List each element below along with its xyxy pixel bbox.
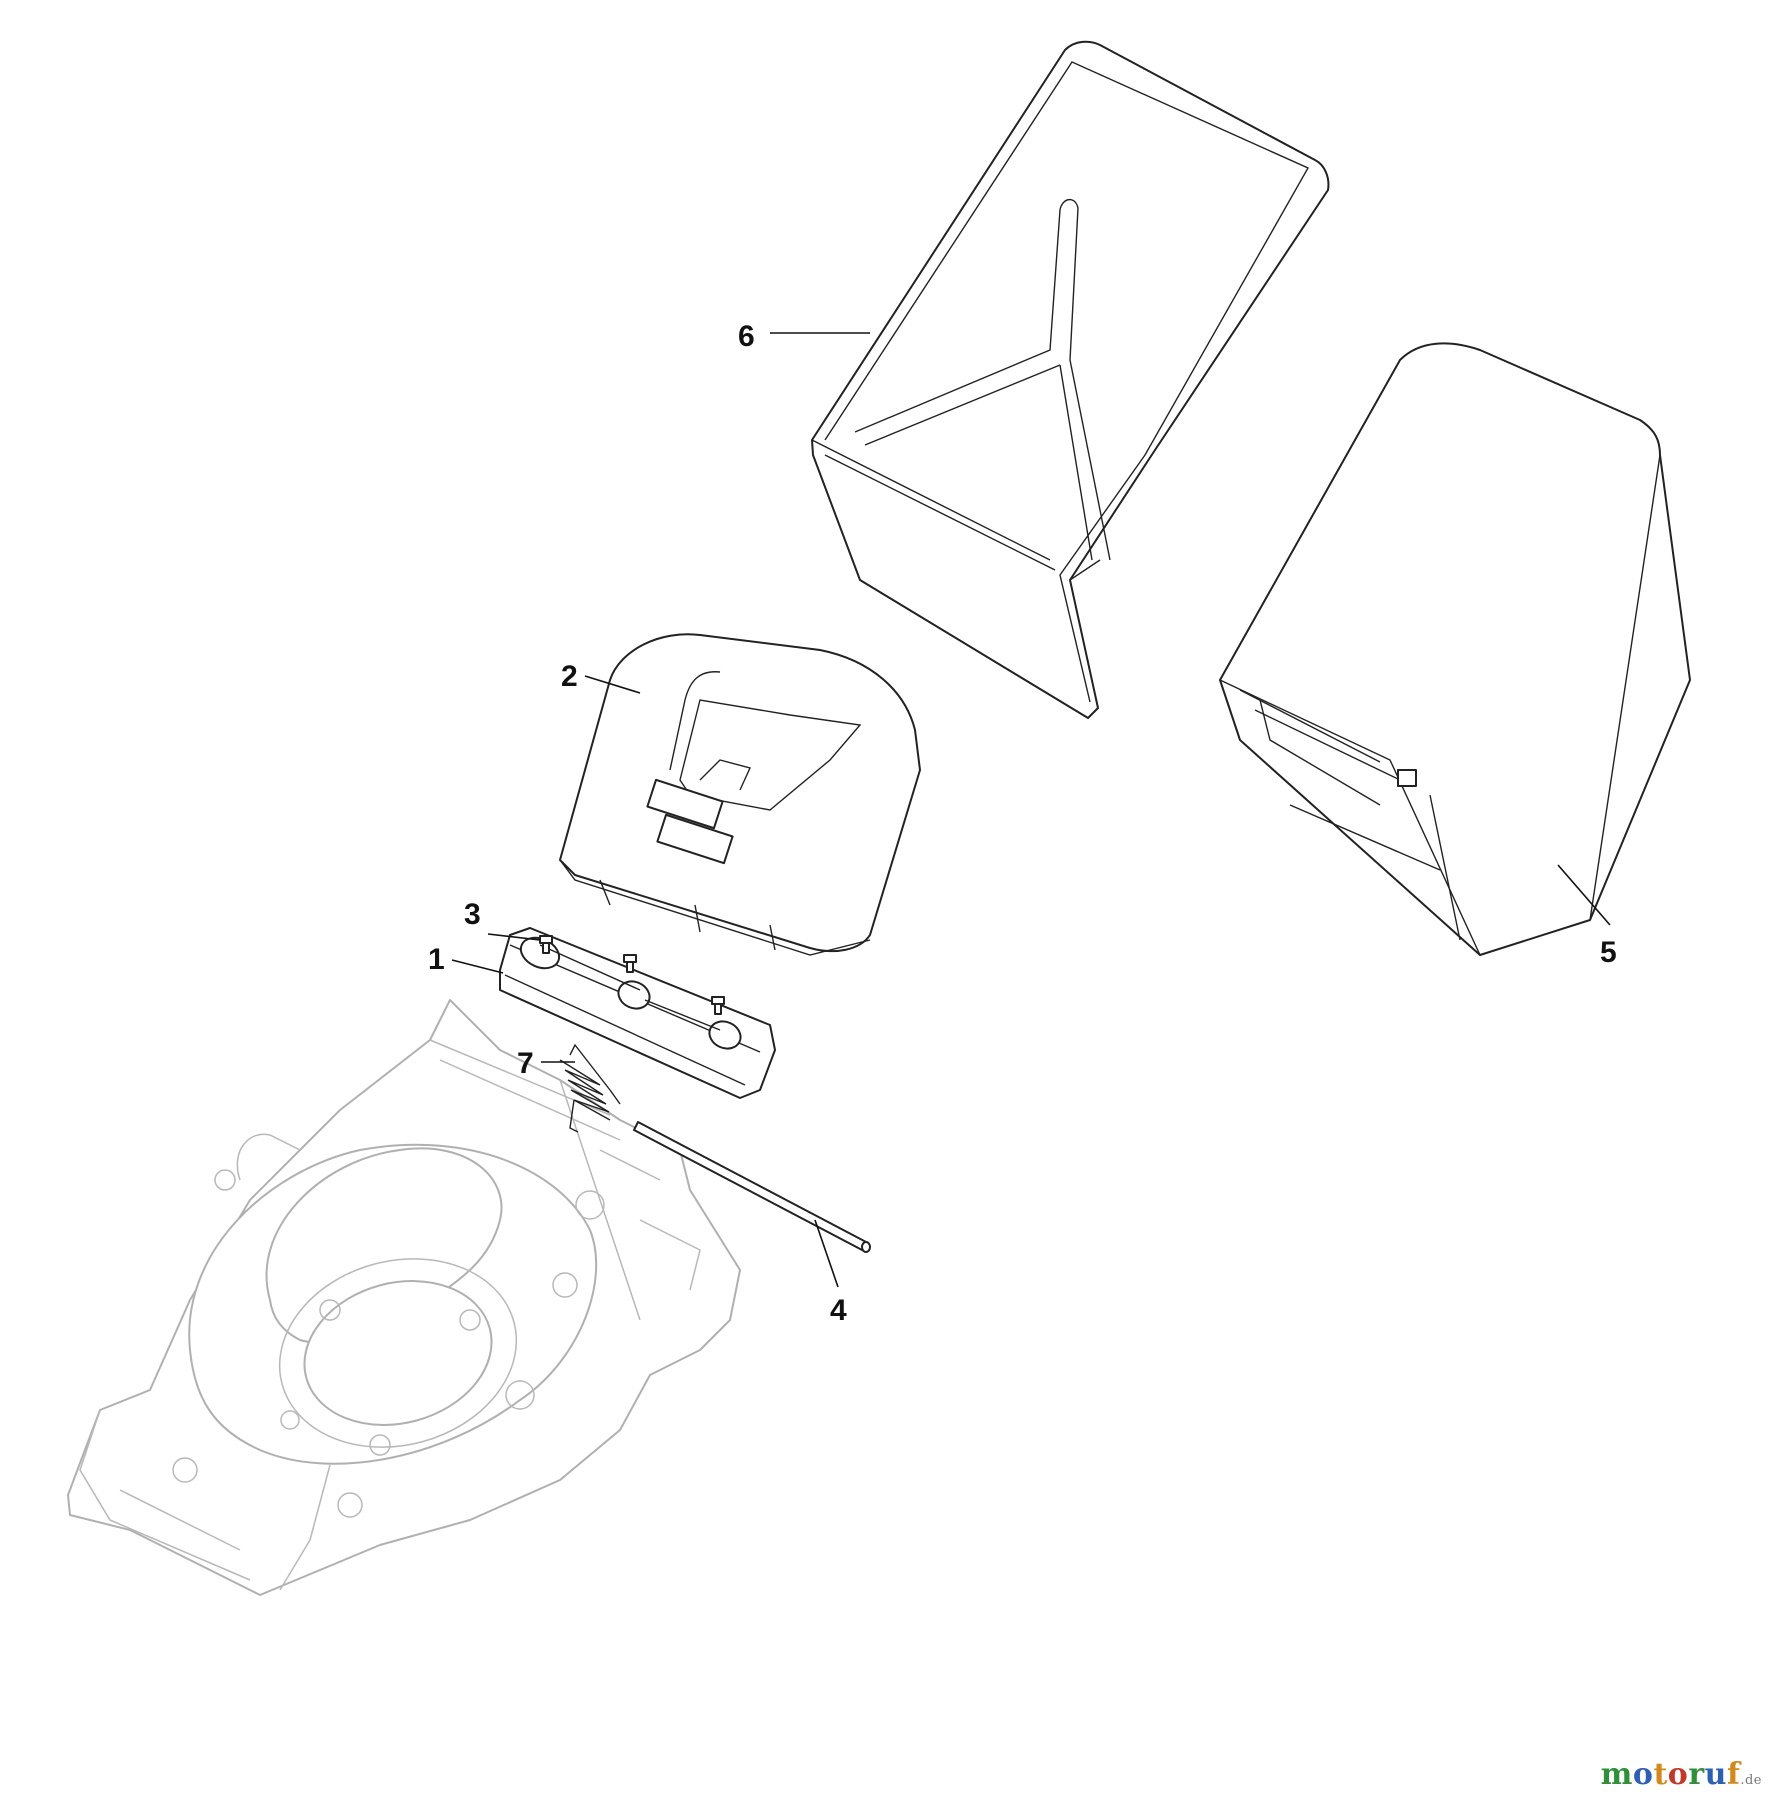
callout-5: 5	[1600, 936, 1617, 969]
watermark-suffix: .de	[1740, 1773, 1762, 1788]
callout-6: 6	[738, 320, 755, 353]
part-3-screws	[539, 935, 725, 1015]
watermark-letter: r	[1688, 1757, 1705, 1792]
leader-3	[487, 933, 541, 941]
leader-lines	[451, 332, 1611, 1288]
leader-5	[1557, 864, 1611, 926]
mower-deck	[67, 999, 741, 1596]
leader-2	[584, 675, 641, 694]
watermark-letter: f	[1726, 1757, 1741, 1792]
watermark-letter: o	[1667, 1757, 1689, 1792]
watermark-letter: o	[1632, 1757, 1654, 1792]
part-4-rod	[633, 1121, 871, 1253]
watermark-letter: m	[1600, 1757, 1633, 1792]
screw	[711, 996, 725, 1015]
callout-4: 4	[830, 1294, 847, 1327]
leader-1	[451, 959, 504, 974]
screw	[623, 954, 637, 973]
callout-3: 3	[464, 898, 481, 931]
callout-2: 2	[561, 660, 578, 693]
watermark-letter: t	[1653, 1757, 1668, 1792]
watermark-letters: motoruf	[1601, 1757, 1741, 1792]
part-7-spring	[559, 1043, 621, 1133]
motoruf-watermark-logo: motoruf.de	[1601, 1757, 1762, 1792]
callout-7: 7	[517, 1047, 534, 1080]
watermark-letter: u	[1704, 1757, 1727, 1792]
leader-4	[814, 1219, 839, 1288]
part-2-discharge-flap	[559, 633, 921, 956]
part-6-bag-frame	[811, 40, 1330, 719]
part-5-grass-bag	[1219, 342, 1691, 956]
callout-labels: 1 2 3 4 5 6 7	[428, 320, 1617, 1327]
callout-1: 1	[428, 943, 445, 976]
